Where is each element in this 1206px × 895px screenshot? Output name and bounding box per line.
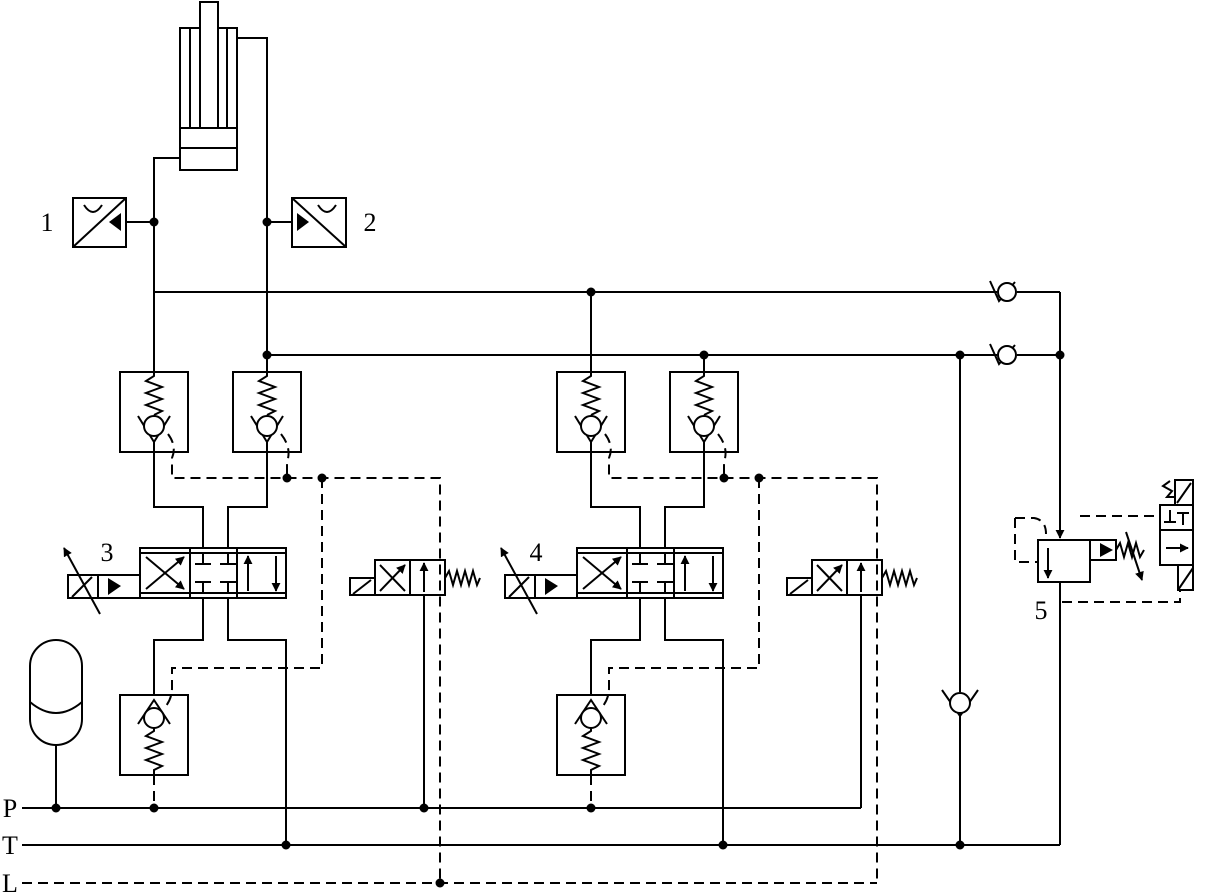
pipes-4 xyxy=(590,452,862,845)
directional-valve-3 xyxy=(139,547,287,599)
pilot-lines-3 xyxy=(153,433,441,883)
valve-assembly-4 xyxy=(500,371,918,883)
pilot-lines-4 xyxy=(590,433,878,883)
check-valve-vertical xyxy=(941,689,979,718)
proportional-actuator-3 xyxy=(63,547,141,615)
accumulator xyxy=(29,639,83,746)
junction-dots-4 xyxy=(586,473,764,850)
label-line-t: T xyxy=(2,831,18,860)
label-line-p: P xyxy=(3,794,17,823)
check-valve-lower xyxy=(989,343,1017,366)
directional-valve-4 xyxy=(576,547,724,599)
label-component-4: 4 xyxy=(530,538,543,567)
label-component-3: 3 xyxy=(101,538,114,567)
pressure-sensor-2 xyxy=(291,197,347,248)
solenoid-valve-4 xyxy=(786,559,918,596)
hydraulic-cylinder xyxy=(179,1,238,171)
junction-dots-3 xyxy=(149,473,327,850)
pipes xyxy=(55,37,1065,845)
pilot-check-valve-4b xyxy=(669,371,739,453)
pilot-check-valve-3a xyxy=(119,371,189,453)
pilot-check-valve-4c xyxy=(556,694,626,776)
solenoid-pilot-valve xyxy=(1159,479,1194,591)
label-component-2: 2 xyxy=(364,208,377,237)
pipes-3 xyxy=(153,452,425,845)
pilot-check-valve-4a xyxy=(556,371,626,453)
pilot-lines-5 xyxy=(1014,515,1181,603)
valve-assembly-3 xyxy=(63,371,481,883)
pilot-check-valve-3c xyxy=(119,694,189,776)
solenoid-valve-3 xyxy=(349,559,481,596)
label-line-l: L xyxy=(2,869,18,895)
pressure-valve-5 xyxy=(1037,531,1145,583)
check-valve-upper xyxy=(989,280,1017,303)
junction-dots xyxy=(51,217,1065,888)
label-component-1: 1 xyxy=(41,208,54,237)
pressure-sensor-1 xyxy=(72,197,127,248)
label-component-5: 5 xyxy=(1035,596,1048,625)
pilot-check-valve-3b xyxy=(232,371,302,453)
proportional-actuator-4 xyxy=(500,547,578,615)
